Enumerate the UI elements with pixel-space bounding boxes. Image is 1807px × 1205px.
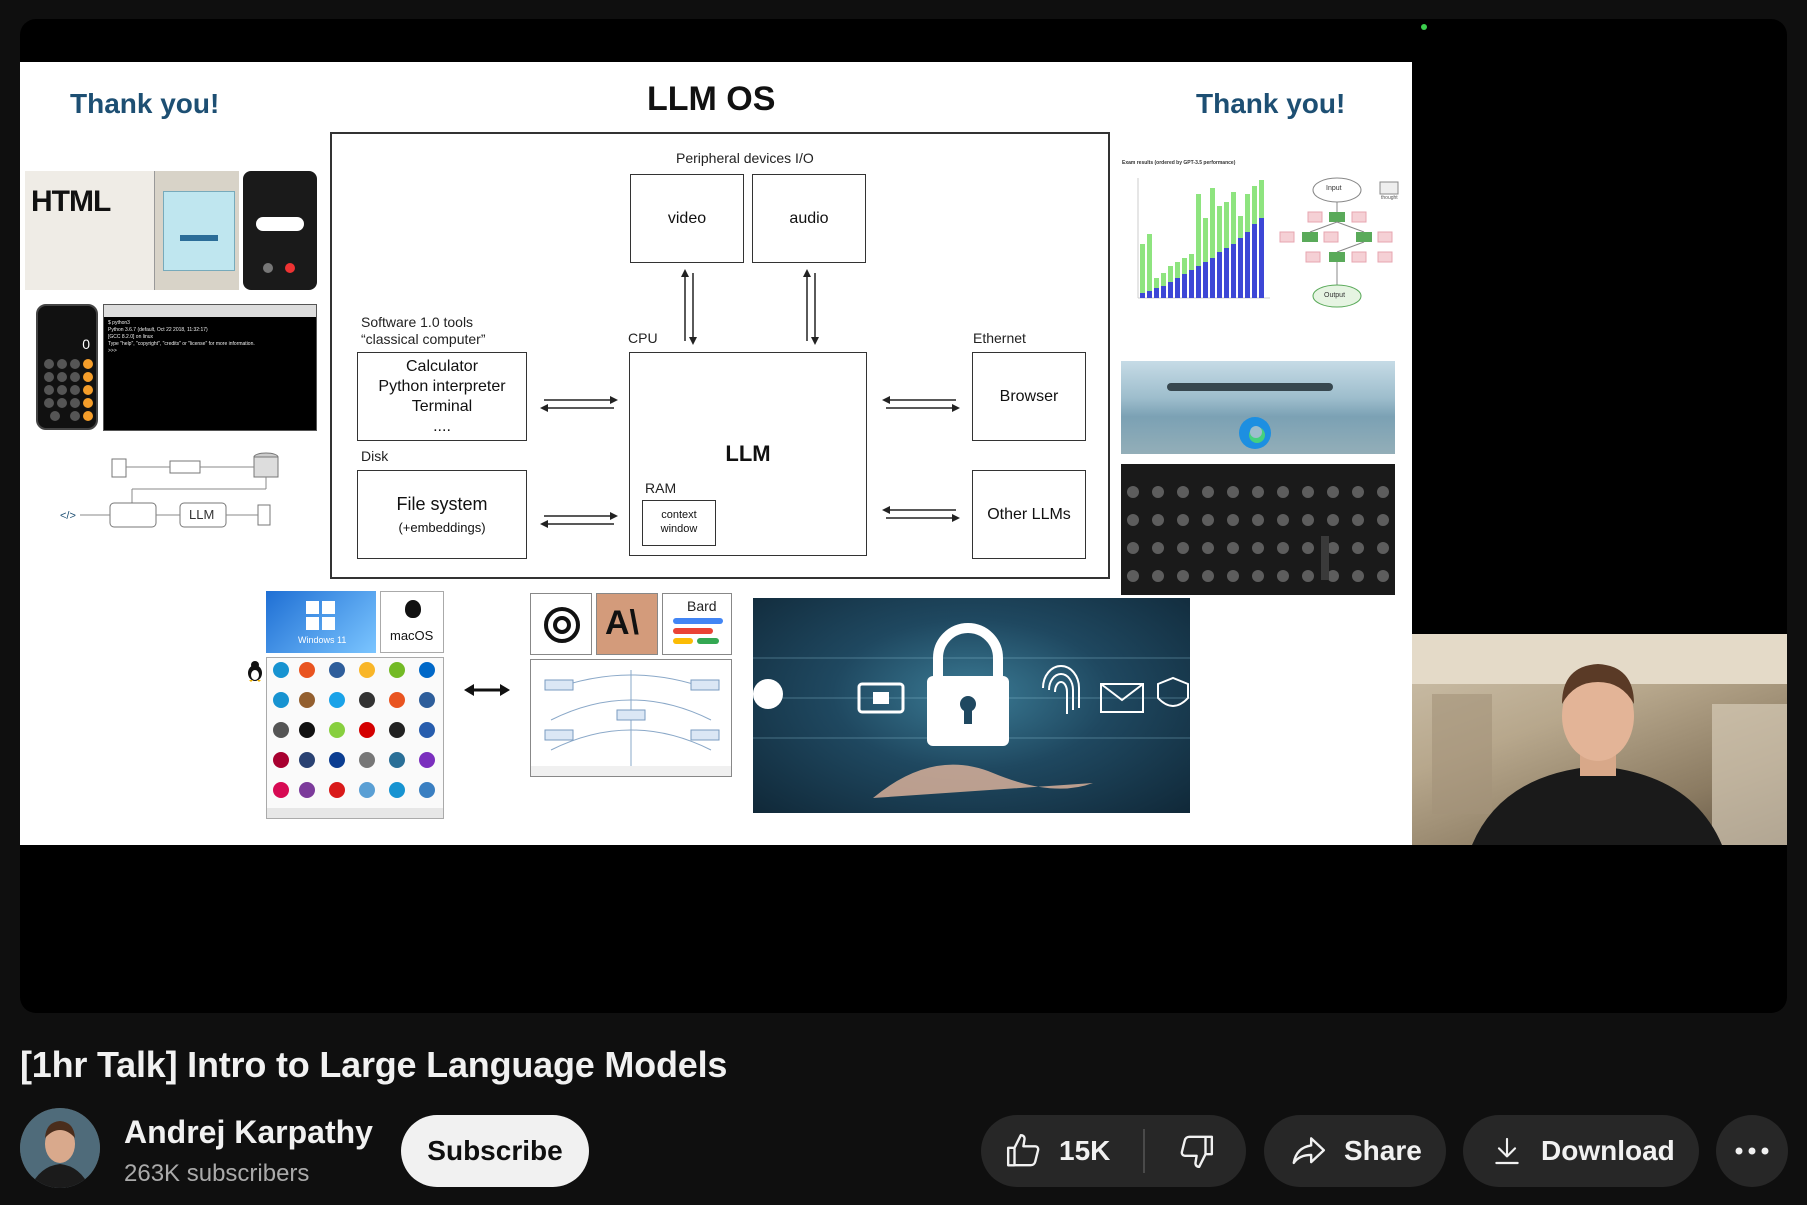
chart-caption: Exam results (ordered by GPT-3.5 perform… bbox=[1122, 160, 1236, 166]
channel-avatar[interactable] bbox=[20, 1108, 100, 1188]
video-title: [1hr Talk] Intro to Large Language Model… bbox=[20, 1044, 728, 1085]
audio-box: audio bbox=[752, 174, 866, 263]
speaker-webcam bbox=[1412, 634, 1787, 845]
like-dislike-group: 15K bbox=[981, 1115, 1246, 1187]
anthropic-label: A\ bbox=[605, 604, 639, 642]
llm-ecosystem-thumb bbox=[530, 659, 732, 777]
calc-keys bbox=[44, 359, 93, 421]
cpu-llms-arrow bbox=[882, 506, 960, 522]
file-system-box: File system (+embeddings) bbox=[357, 470, 527, 559]
software-label-2: “classical computer” bbox=[361, 331, 486, 347]
disk-label: Disk bbox=[361, 448, 389, 464]
os-llm-double-arrow bbox=[464, 684, 510, 696]
slide-frame: Thank you! Thank you! LLM OS Peripheral … bbox=[20, 62, 1412, 845]
terminal-line-4: Type "help", "copyright", "credits" or "… bbox=[108, 341, 255, 347]
embeddings-text: (+embeddings) bbox=[398, 519, 486, 535]
terminal-line-1: $ python3 bbox=[108, 320, 130, 326]
like-divider bbox=[1143, 1129, 1145, 1173]
voice-app-thumb bbox=[243, 171, 317, 290]
channel-name[interactable]: Andrej Karpathy bbox=[124, 1114, 373, 1150]
share-arrow-icon bbox=[1292, 1137, 1326, 1165]
llm-text: LLM bbox=[725, 441, 771, 467]
tools-ellipsis: .... bbox=[433, 417, 451, 435]
download-label: Download bbox=[1541, 1135, 1675, 1166]
tree-input-label: Input bbox=[1326, 185, 1342, 192]
edge-browser-thumb bbox=[1121, 361, 1395, 454]
like-button[interactable]: 15K bbox=[981, 1115, 1143, 1187]
cpu-label: CPU bbox=[628, 330, 658, 346]
share-button[interactable]: Share bbox=[1264, 1115, 1446, 1187]
bard-logo-thumb: Bard bbox=[662, 593, 732, 655]
security-lock-image bbox=[753, 598, 1190, 813]
html-thumb-text: HTML bbox=[31, 185, 111, 218]
browser-box: Browser bbox=[972, 352, 1086, 441]
download-icon bbox=[1495, 1137, 1519, 1165]
windows-thumb: Windows 11 bbox=[266, 591, 376, 653]
svg-text:</>: </> bbox=[60, 510, 76, 522]
openai-logo-thumb bbox=[530, 593, 592, 655]
rag-llm-label: LLM bbox=[189, 507, 215, 522]
anthropic-logo-thumb: A\ bbox=[596, 593, 658, 655]
tree-thought-label: thought bbox=[1381, 195, 1398, 201]
video-player[interactable]: Thank you! Thank you! LLM OS Peripheral … bbox=[20, 19, 1787, 1013]
tools-box: Calculator Python interpreter Terminal .… bbox=[357, 352, 527, 441]
like-count: 15K bbox=[1059, 1135, 1111, 1166]
rag-diagram-thumb: </> LLM bbox=[40, 447, 325, 547]
linux-tux-icon bbox=[246, 660, 264, 682]
html-demo-thumb: HTML bbox=[25, 171, 239, 290]
peripheral-label: Peripheral devices I/O bbox=[676, 150, 814, 166]
gpt-store-grid-thumb bbox=[1121, 464, 1395, 595]
linux-distros-thumb bbox=[266, 657, 444, 819]
live-indicator-dot bbox=[1421, 24, 1427, 30]
slide-title: LLM OS bbox=[647, 80, 776, 118]
cpu-browser-arrow bbox=[882, 396, 960, 412]
terminal-line-2: Python 3.6.7 (default, Oct 22 2018, 11:3… bbox=[108, 327, 208, 333]
edge-logo-icon bbox=[1239, 417, 1271, 449]
exam-results-chart-thumb: Exam results (ordered by GPT-3.5 perform… bbox=[1120, 158, 1410, 343]
dislike-button[interactable] bbox=[1145, 1115, 1246, 1187]
download-button[interactable]: Download bbox=[1463, 1115, 1699, 1187]
windows-label: Windows 11 bbox=[298, 635, 347, 645]
tools-terminal: Terminal bbox=[411, 397, 473, 415]
terminal-thumb: $ python3 Python 3.6.7 (default, Oct 22 … bbox=[103, 304, 317, 431]
macos-thumb: macOS bbox=[380, 591, 444, 653]
software-label-1: Software 1.0 tools bbox=[361, 314, 474, 330]
subscriber-count: 263K subscribers bbox=[124, 1160, 310, 1187]
ethernet-label: Ethernet bbox=[973, 330, 1026, 346]
tools-python: Python interpreter bbox=[378, 377, 506, 395]
more-horizontal-icon bbox=[1735, 1147, 1769, 1155]
share-label: Share bbox=[1344, 1135, 1422, 1166]
other-llms-box: Other LLMs bbox=[972, 470, 1086, 559]
thumbs-down-icon bbox=[1180, 1135, 1213, 1169]
tools-cpu-arrow bbox=[540, 396, 618, 412]
context-window-box: context window bbox=[642, 500, 716, 546]
thanks-left: Thank you! bbox=[70, 88, 220, 119]
ram-label: RAM bbox=[645, 480, 677, 496]
tree-output-label: Output bbox=[1324, 292, 1346, 299]
calc-display: 0 bbox=[82, 336, 90, 352]
subscribe-button[interactable]: Subscribe bbox=[401, 1115, 589, 1187]
thumbs-up-icon bbox=[1006, 1133, 1040, 1167]
video-cpu-arrow bbox=[681, 269, 697, 345]
file-system-text: File system bbox=[396, 494, 488, 515]
audio-cpu-arrow bbox=[803, 269, 819, 345]
video-box: video bbox=[630, 174, 744, 263]
thanks-right: Thank you! bbox=[1196, 88, 1346, 119]
tools-calculator: Calculator bbox=[405, 357, 479, 375]
terminal-line-5: >>> bbox=[108, 348, 117, 354]
bard-label: Bard bbox=[687, 598, 717, 614]
disk-cpu-arrow bbox=[540, 512, 618, 528]
calculator-thumb: 0 bbox=[36, 304, 98, 430]
more-actions-button[interactable] bbox=[1716, 1115, 1788, 1187]
macos-label: macOS bbox=[390, 628, 434, 643]
terminal-line-3: [GCC 8.2.0] on linux bbox=[108, 334, 154, 340]
llm-os-diagram: Peripheral devices I/O video audio Softw… bbox=[330, 132, 1110, 579]
